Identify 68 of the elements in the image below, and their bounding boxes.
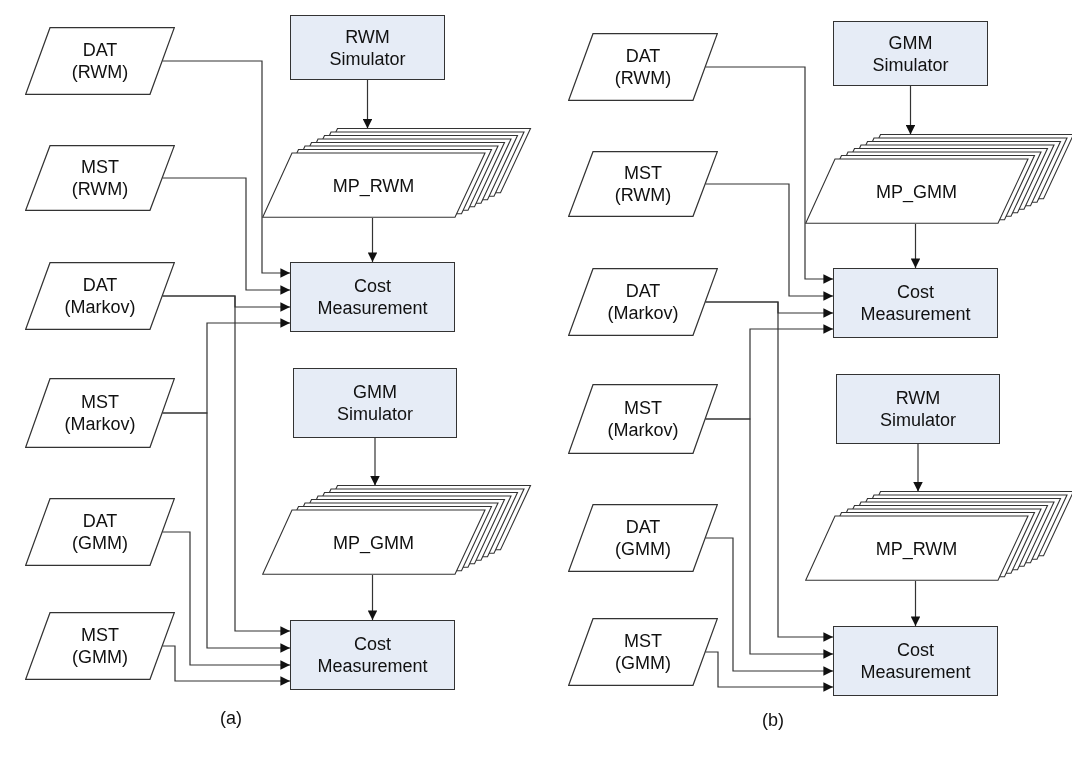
- node-label: GMM Simulator: [871, 31, 950, 76]
- data-parallelogram: [568, 33, 718, 101]
- data-parallelogram: [568, 268, 718, 336]
- stacked-data-parallelogram: [805, 131, 1072, 224]
- node-label: DAT (RWM): [613, 45, 673, 89]
- node-label: MST (Markov): [606, 397, 680, 441]
- panel-label: (a): [220, 708, 242, 729]
- process-box: [290, 262, 455, 332]
- node-label: Cost Measurement: [859, 281, 972, 325]
- arrow: [910, 580, 921, 627]
- arrow: [362, 79, 373, 130]
- arrow: [913, 443, 923, 493]
- data-parallelogram: [25, 612, 175, 680]
- stacked-data-parallelogram: [262, 482, 532, 575]
- data-parallelogram: [568, 618, 718, 686]
- stacked-data-parallelogram: [805, 488, 1072, 581]
- arrow: [905, 85, 916, 136]
- node-label: Cost Measurement: [316, 633, 429, 677]
- data-parallelogram: [25, 378, 175, 448]
- node-label: DAT (Markov): [606, 280, 680, 324]
- data-parallelogram: [25, 27, 175, 95]
- arrow: [161, 60, 291, 278]
- arrow: [704, 66, 834, 284]
- process-box: [290, 15, 445, 80]
- arrow: [367, 217, 378, 263]
- node-label: MST (Markov): [63, 391, 137, 435]
- arrow: [161, 531, 291, 670]
- data-parallelogram: [568, 384, 718, 454]
- node-label: DAT (GMM): [71, 510, 129, 554]
- node-label: MST (GMM): [71, 624, 129, 668]
- node-label: GMM Simulator: [336, 381, 414, 425]
- node-label: RWM Simulator: [879, 387, 957, 431]
- data-parallelogram: [25, 498, 175, 566]
- node-label: DAT (GMM): [614, 516, 672, 560]
- process-box: [833, 626, 998, 696]
- node-label: Cost Measurement: [316, 275, 429, 319]
- node-label: DAT (Markov): [63, 274, 137, 318]
- process-box: [290, 620, 455, 690]
- arrow: [910, 223, 921, 269]
- node-label: Cost Measurement: [859, 639, 972, 683]
- node-label: RWM Simulator: [328, 25, 407, 70]
- node-label: MP_GMM: [875, 180, 958, 203]
- process-box: [833, 21, 988, 86]
- node-label: MP_GMM: [332, 531, 415, 554]
- arrow: [367, 574, 378, 621]
- stacked-data-parallelogram: [262, 125, 532, 218]
- arrow: [370, 437, 380, 487]
- arrow: [161, 645, 291, 686]
- node-label: MP_RWM: [331, 174, 416, 197]
- data-parallelogram: [568, 151, 718, 217]
- process-box: [833, 268, 998, 338]
- process-box: [293, 368, 457, 438]
- node-label: MST (RWM): [70, 156, 130, 200]
- data-parallelogram: [25, 262, 175, 330]
- data-parallelogram: [25, 145, 175, 211]
- arrow: [704, 537, 834, 676]
- panel-label: (b): [762, 710, 784, 731]
- data-parallelogram: [568, 504, 718, 572]
- arrow: [161, 295, 291, 636]
- node-label: DAT (RWM): [70, 39, 130, 83]
- node-label: MST (GMM): [614, 630, 672, 674]
- node-label: MP_RWM: [874, 537, 959, 560]
- arrow: [704, 418, 834, 659]
- arrow: [704, 301, 834, 642]
- node-label: MST (RWM): [613, 162, 673, 206]
- arrow: [704, 651, 834, 692]
- process-box: [836, 374, 1000, 444]
- arrow: [161, 412, 291, 653]
